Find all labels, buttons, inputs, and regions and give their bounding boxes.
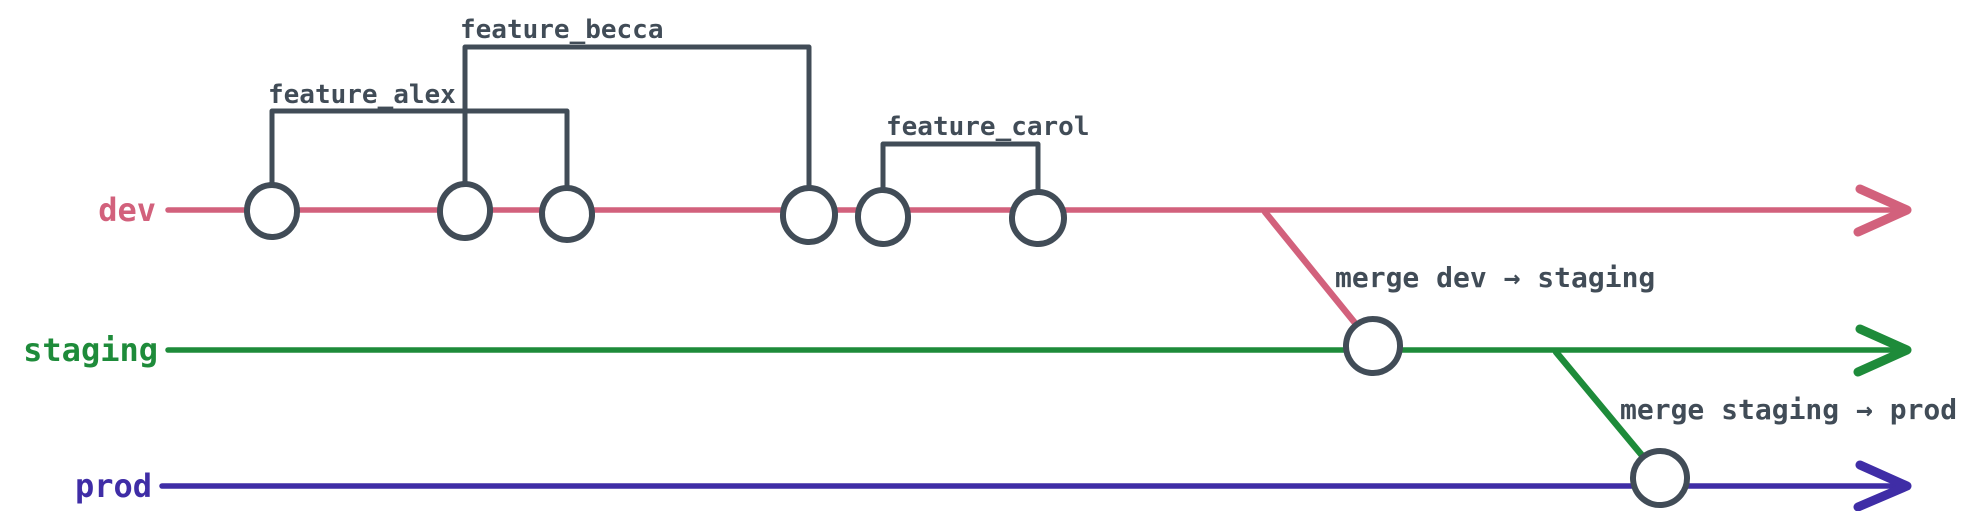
merge-commit-node-prod [1630, 448, 1690, 508]
prod-branch-label: prod [75, 467, 152, 505]
branch-staging: staging [23, 324, 1912, 377]
merge-commit-node-staging [1343, 316, 1403, 376]
merge-label-dev-to-staging: merge dev → staging [1335, 261, 1655, 294]
feature-label-becca: feature_becca [460, 15, 664, 45]
commit-node-dev-4 [779, 185, 839, 245]
merge-edge-dev-to-staging [1261, 208, 1372, 343]
feature-label-carol: feature_carol [886, 112, 1090, 142]
branch-prod: prod [75, 460, 1912, 511]
commit-node-dev-1 [243, 182, 301, 240]
dev-arrowhead-icon [1853, 184, 1912, 237]
commit-node-dev-6 [1009, 189, 1067, 247]
feature-label-alex: feature_alex [268, 80, 456, 110]
dev-branch-label: dev [98, 191, 156, 229]
staging-branch-label: staging [23, 331, 158, 369]
feature-bracket-carol [880, 141, 1041, 197]
merge-label-staging-to-prod: merge staging → prod [1620, 393, 1957, 426]
feature-bracket-becca [462, 44, 812, 194]
commit-node-dev-5 [854, 187, 912, 247]
branch-dev: dev [98, 184, 1912, 237]
merge-edge-staging-to-prod [1552, 348, 1659, 475]
feature-bracket-alex [269, 108, 570, 193]
commit-node-dev-3 [538, 185, 596, 243]
commit-node-dev-2 [436, 181, 494, 241]
prod-arrowhead-icon [1853, 460, 1912, 511]
staging-arrowhead-icon [1853, 324, 1912, 377]
